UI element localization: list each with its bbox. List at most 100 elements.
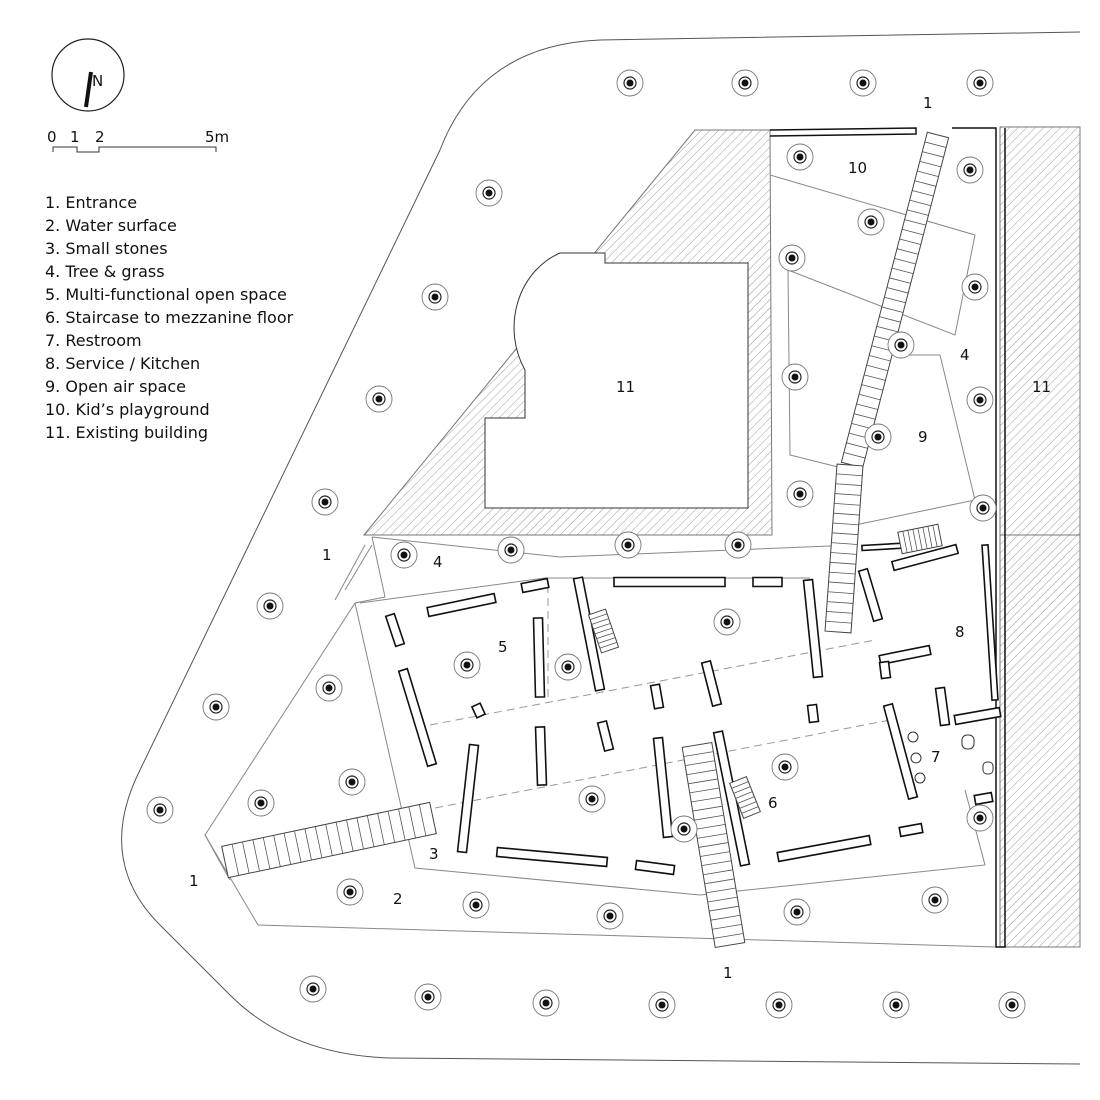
stair-step	[242, 841, 250, 874]
tree-trunk	[892, 1001, 900, 1009]
wall	[981, 543, 999, 702]
tree-trunk	[741, 79, 749, 87]
stair-step	[901, 228, 924, 236]
stair-step	[710, 914, 741, 921]
stair-step	[252, 839, 260, 872]
stair-step	[692, 805, 723, 812]
tree-icon	[616, 69, 644, 97]
tree-icon	[857, 208, 885, 236]
stair-step	[832, 522, 859, 526]
wall	[613, 576, 726, 588]
tree-trunk	[976, 79, 984, 87]
stair-step	[832, 532, 859, 536]
label-grass-west: 4	[433, 553, 443, 571]
legend-item: 1. Entrance	[45, 193, 138, 212]
tree-icon	[713, 608, 741, 636]
stair-step	[829, 571, 856, 575]
stair-step	[864, 374, 886, 381]
tree-trunk	[931, 896, 939, 904]
label-entrance-bottom: 1	[723, 964, 733, 982]
tree-trunk	[723, 618, 731, 626]
stair-step	[733, 786, 751, 794]
tree-icon	[338, 768, 366, 796]
label-staircase: 6	[768, 794, 778, 812]
stair-step	[924, 141, 947, 148]
wall	[634, 859, 676, 876]
restroom-fixtures	[907, 731, 994, 784]
stair-step	[304, 828, 312, 861]
stair-step	[927, 526, 933, 548]
tree-icon	[256, 592, 284, 620]
tree-icon	[961, 273, 989, 301]
tree-trunk	[966, 166, 974, 174]
stair-step	[891, 267, 914, 275]
tree-icon	[202, 693, 230, 721]
tree-icon	[786, 143, 814, 171]
stair-step	[366, 815, 375, 847]
tree-icon	[771, 753, 799, 781]
stair-step	[694, 814, 724, 821]
stair-step	[886, 287, 909, 294]
scale-tick-2: 2	[95, 128, 105, 146]
tree-trunk	[626, 79, 634, 87]
tree-icon	[731, 69, 759, 97]
stair-step	[356, 817, 364, 850]
label-kitchen: 8	[955, 623, 965, 641]
stair-step	[294, 830, 302, 863]
tree-trunk	[485, 189, 493, 197]
stair-step	[737, 796, 755, 804]
stair-step	[828, 581, 855, 585]
stair-step	[826, 611, 853, 614]
tree-icon	[311, 488, 339, 516]
stair-step	[831, 542, 858, 545]
legend-item: 7. Restroom	[45, 331, 142, 350]
stair-step	[377, 813, 385, 845]
wall	[397, 667, 438, 768]
stair-step	[697, 833, 727, 839]
tree-icon	[966, 69, 994, 97]
stair-step	[695, 823, 726, 830]
stair-step	[591, 618, 609, 625]
tree-trunk	[542, 999, 550, 1007]
tree-icon	[554, 653, 582, 681]
label-stones: 3	[429, 845, 439, 863]
tree-icon	[786, 480, 814, 508]
stair-step	[834, 493, 861, 496]
tree-icon	[475, 179, 503, 207]
stair-step	[881, 306, 904, 313]
stair-step	[706, 887, 736, 894]
tree-trunk	[472, 901, 480, 909]
grid-dashes	[429, 585, 891, 809]
tree-icon	[966, 804, 994, 832]
stair-step	[262, 837, 271, 869]
tree-trunk	[867, 218, 875, 226]
label-grass-east: 4	[960, 346, 970, 364]
wall	[934, 686, 951, 727]
tree-trunk	[796, 153, 804, 161]
staircase	[728, 776, 762, 819]
wall	[712, 730, 751, 867]
tree-icon	[724, 531, 752, 559]
stair-step	[598, 637, 616, 644]
label-playground: 10	[848, 159, 867, 177]
stair-step	[398, 808, 406, 841]
tree-trunk	[874, 433, 882, 441]
stair-step	[846, 442, 868, 449]
tree-icon	[421, 283, 449, 311]
tree-icon	[497, 536, 525, 564]
stair-step	[594, 627, 613, 635]
site-lines	[204, 174, 996, 948]
stair-step	[689, 787, 720, 794]
stair-step	[922, 151, 944, 158]
stair-step	[700, 851, 730, 857]
trees	[146, 69, 1026, 1019]
tree-icon	[462, 891, 490, 919]
scale-tick-0: 0	[47, 128, 57, 146]
stair-step	[418, 804, 427, 836]
wall	[882, 702, 919, 801]
stair-step	[879, 316, 901, 323]
tree-icon	[864, 423, 892, 451]
stair-step	[836, 473, 863, 477]
wall	[973, 791, 994, 806]
tree-icon	[956, 156, 984, 184]
